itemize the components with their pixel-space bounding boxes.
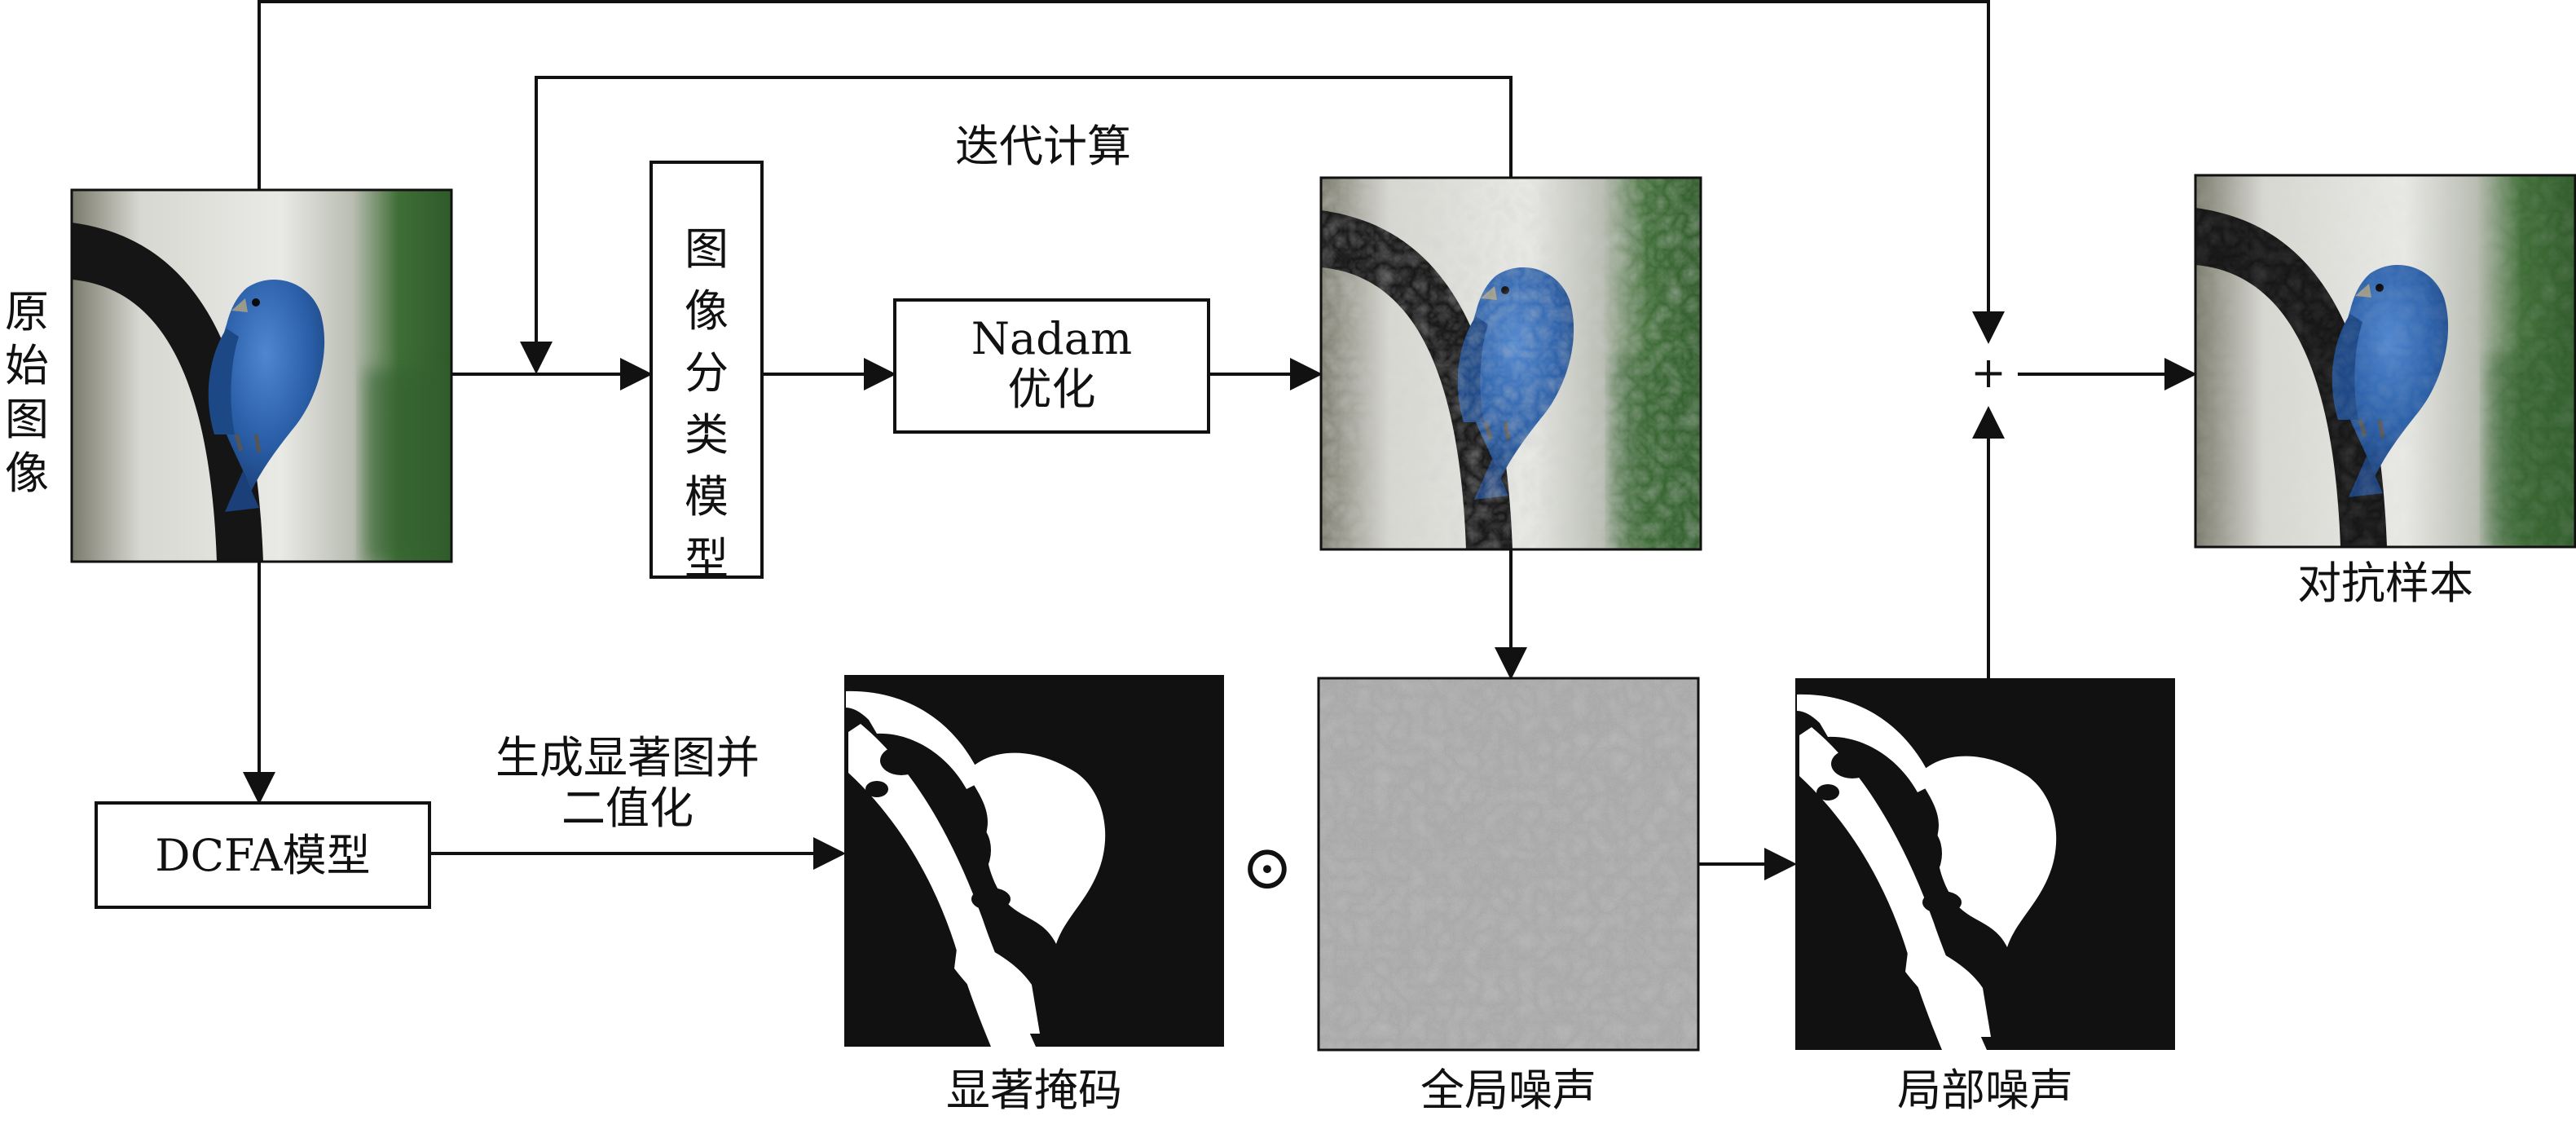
hadamard-product-symbol: ⊙ — [1241, 831, 1293, 903]
plus-symbol: + — [1971, 349, 2006, 398]
saliency-step-line2: 二值化 — [561, 783, 694, 834]
dcfa-box — [95, 801, 431, 909]
original-image — [70, 188, 453, 563]
classifier-label: 图像分类模型 — [685, 223, 729, 584]
perturbed-image — [1319, 176, 1702, 551]
local-noise-label: 局部噪声 — [1897, 1065, 2073, 1116]
iterative-calc-label: 迭代计算 — [955, 121, 1131, 172]
local-noise-image — [1795, 678, 2175, 1050]
nadam-label-line2: 优化 — [1007, 364, 1096, 415]
skip-connection-arrow — [258, 0, 2005, 344]
original-image-label: 原始图像 — [5, 286, 49, 499]
adversarial-label: 对抗样本 — [2297, 558, 2473, 609]
saliency-mask-image — [844, 675, 1224, 1047]
saliency-step-line1: 生成显著图并 — [495, 732, 760, 783]
iteration-loop-arrow — [520, 76, 1513, 374]
saliency-mask-label: 显著掩码 — [946, 1065, 1122, 1116]
classifier-box — [650, 161, 764, 579]
nadam-label-line1: Nadam — [971, 313, 1133, 364]
dcfa-label: DCFA模型 — [155, 830, 371, 881]
global-noise-label: 全局噪声 — [1420, 1065, 1596, 1116]
global-noise-image — [1317, 677, 1700, 1052]
adversarial-image — [2194, 174, 2576, 549]
